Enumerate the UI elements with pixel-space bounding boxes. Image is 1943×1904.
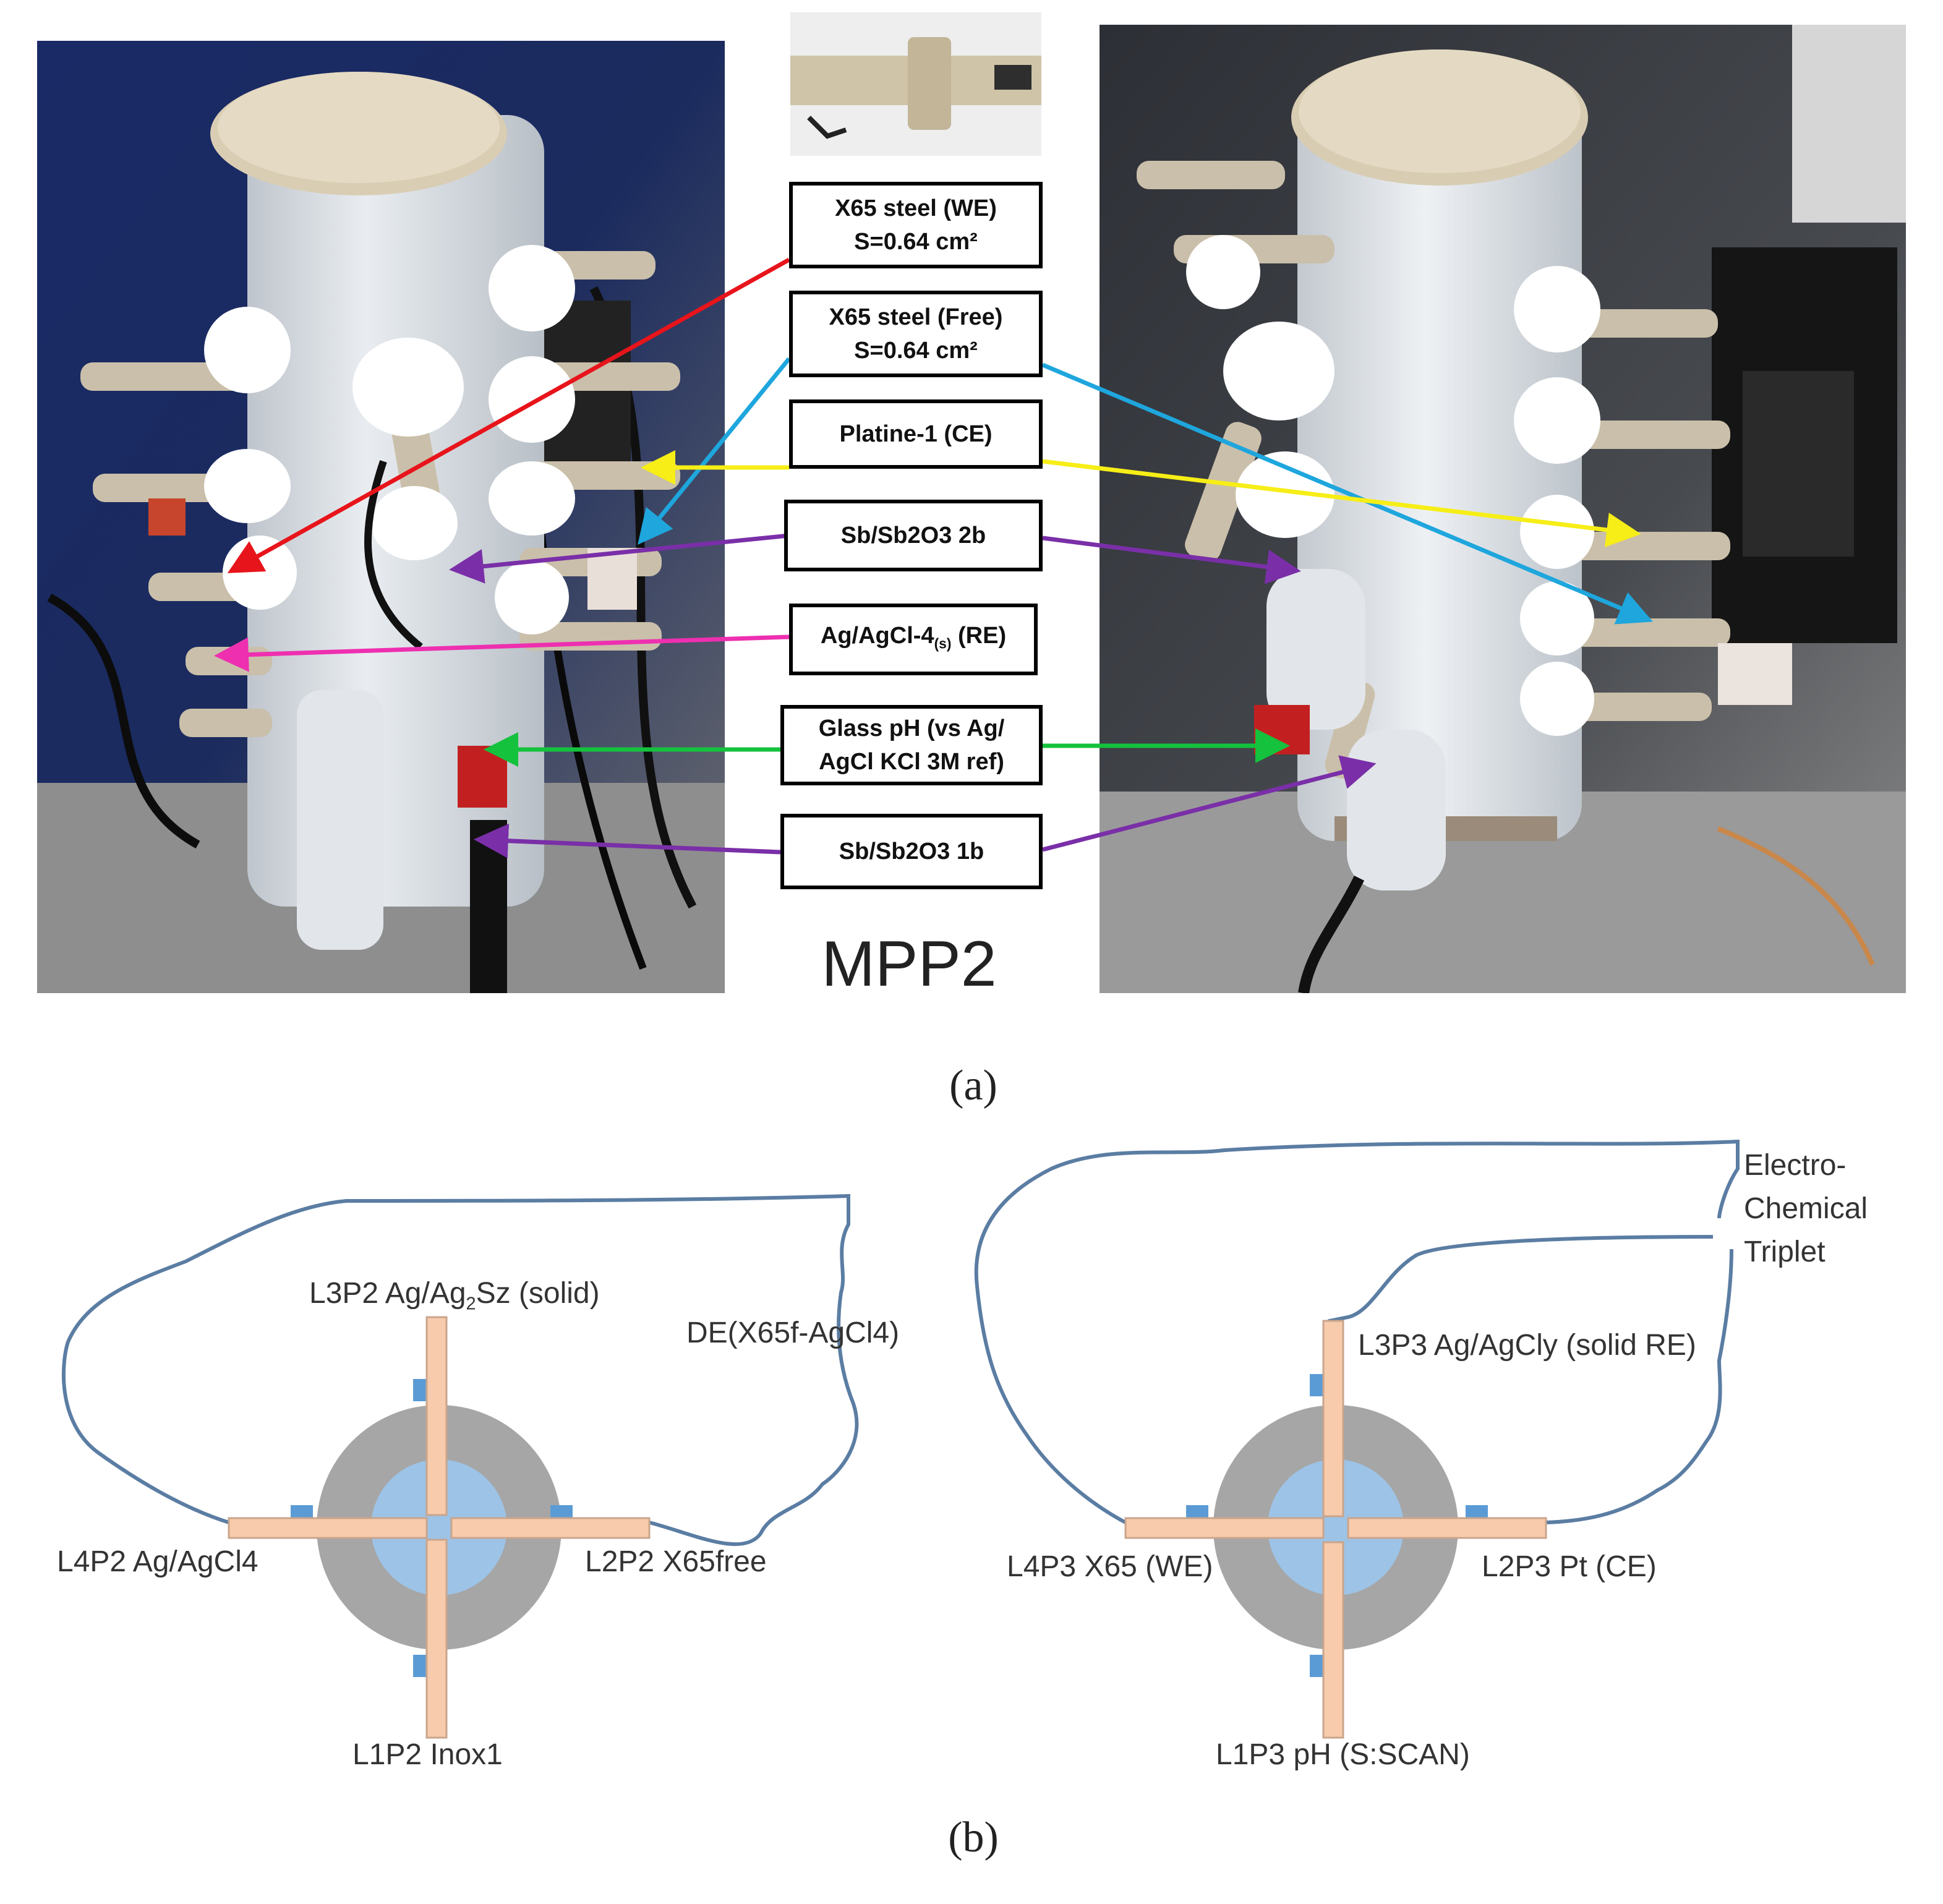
label-platine-ce: Platine-1 (CE)	[789, 399, 1043, 469]
right-wire-loop	[974, 1139, 1740, 1524]
label-x65-free: X65 steel (Free) S=0.64 cm²	[789, 291, 1043, 377]
photo-right-cell	[1100, 25, 1906, 993]
label-sb-2b: Sb/Sb2O3 2b	[784, 500, 1043, 571]
label-x65-free-line1: X65 steel (Free)	[829, 304, 1003, 330]
right-bottom-label: L1P3 pH (S:SCAN)	[1216, 1738, 1470, 1771]
label-x65-free-line2: S=0.64 cm²	[854, 338, 978, 364]
label-glass-ph-line2: AgCl KCl 3M ref)	[819, 749, 1004, 775]
arrow-sb1b-right	[1042, 755, 1377, 852]
right-loop-label-line3: Triplet	[1744, 1236, 1826, 1268]
right-rod-bottom	[1322, 1541, 1344, 1739]
arrow-sb2b-left	[449, 533, 790, 584]
right-rod-right	[1347, 1517, 1547, 1539]
right-top-label: L3P3 Ag/AgCly (solid RE)	[1358, 1329, 1696, 1362]
arrow-re	[214, 634, 790, 672]
arrows-layer	[214, 257, 1653, 858]
left-cell-crosssection	[228, 1316, 651, 1739]
left-loop-label: DE(X65f-AgCl4)	[686, 1317, 900, 1349]
label-ag-agcl-re: Ag/AgCl-4(s) (RE)	[789, 604, 1038, 675]
label-x65-we-line1: X65 steel (WE)	[835, 195, 997, 221]
left-wire-loop	[61, 1193, 859, 1547]
photo-top-electrode	[790, 12, 1041, 156]
label-sb-1b: Sb/Sb2O3 1b	[780, 814, 1043, 889]
caption-b: (b)	[948, 1814, 999, 1861]
right-cell-crosssection	[1124, 1320, 1547, 1739]
caption-a: (a)	[949, 1062, 997, 1109]
left-rod-right	[450, 1517, 651, 1539]
label-glass-ph-line1: Glass pH (vs Ag/	[818, 715, 1005, 741]
label-sb-1b-text: Sb/Sb2O3 1b	[839, 839, 984, 864]
right-left-label: L4P3 X65 (WE)	[1007, 1550, 1213, 1583]
label-platine-ce-text: Platine-1 (CE)	[839, 421, 993, 447]
right-right-label: L2P3 Pt (CE)	[1482, 1550, 1657, 1583]
right-rod-top	[1322, 1320, 1344, 1518]
left-rod-bottom	[425, 1539, 448, 1739]
label-x65-we-line2: S=0.64 cm²	[854, 229, 978, 255]
right-loop-label: Electro- Chemical Triplet	[1744, 1144, 1868, 1274]
label-glass-ph: Glass pH (vs Ag/ AgCl KCl 3M ref)	[780, 705, 1043, 785]
arrow-free-left	[638, 357, 791, 545]
left-top-label: L3P2 Ag/Ag2Sz (solid)	[309, 1277, 600, 1314]
right-loop-label-line2: Chemical	[1744, 1192, 1868, 1225]
arrow-free-right	[1041, 362, 1653, 625]
left-rod-top	[425, 1316, 448, 1516]
right-rod-left	[1124, 1517, 1325, 1539]
arrow-sb1b-left	[474, 823, 781, 858]
label-ag-agcl-re-text: Ag/AgCl-4(s) (RE)	[820, 622, 1007, 652]
figure-title: MPP2	[821, 928, 997, 1000]
photo-right-illustration	[1100, 25, 1906, 993]
arrow-ce-right	[1042, 459, 1641, 547]
label-x65-we: X65 steel (WE) S=0.64 cm²	[789, 182, 1043, 268]
arrow-we	[227, 257, 790, 573]
left-rod-left	[228, 1517, 428, 1539]
arrow-sb2b-right	[1042, 536, 1301, 584]
left-left-label: L4P2 Ag/AgCl4	[57, 1545, 258, 1578]
label-sb-2b-text: Sb/Sb2O3 2b	[840, 523, 986, 549]
right-wire-loop-lower	[1545, 1249, 1733, 1524]
photo-top-illustration	[790, 12, 1041, 156]
left-right-label: L2P2 X65free	[585, 1545, 767, 1578]
left-bottom-label: L1P2 Inox1	[352, 1738, 503, 1771]
right-loop-label-line1: Electro-	[1744, 1149, 1847, 1182]
